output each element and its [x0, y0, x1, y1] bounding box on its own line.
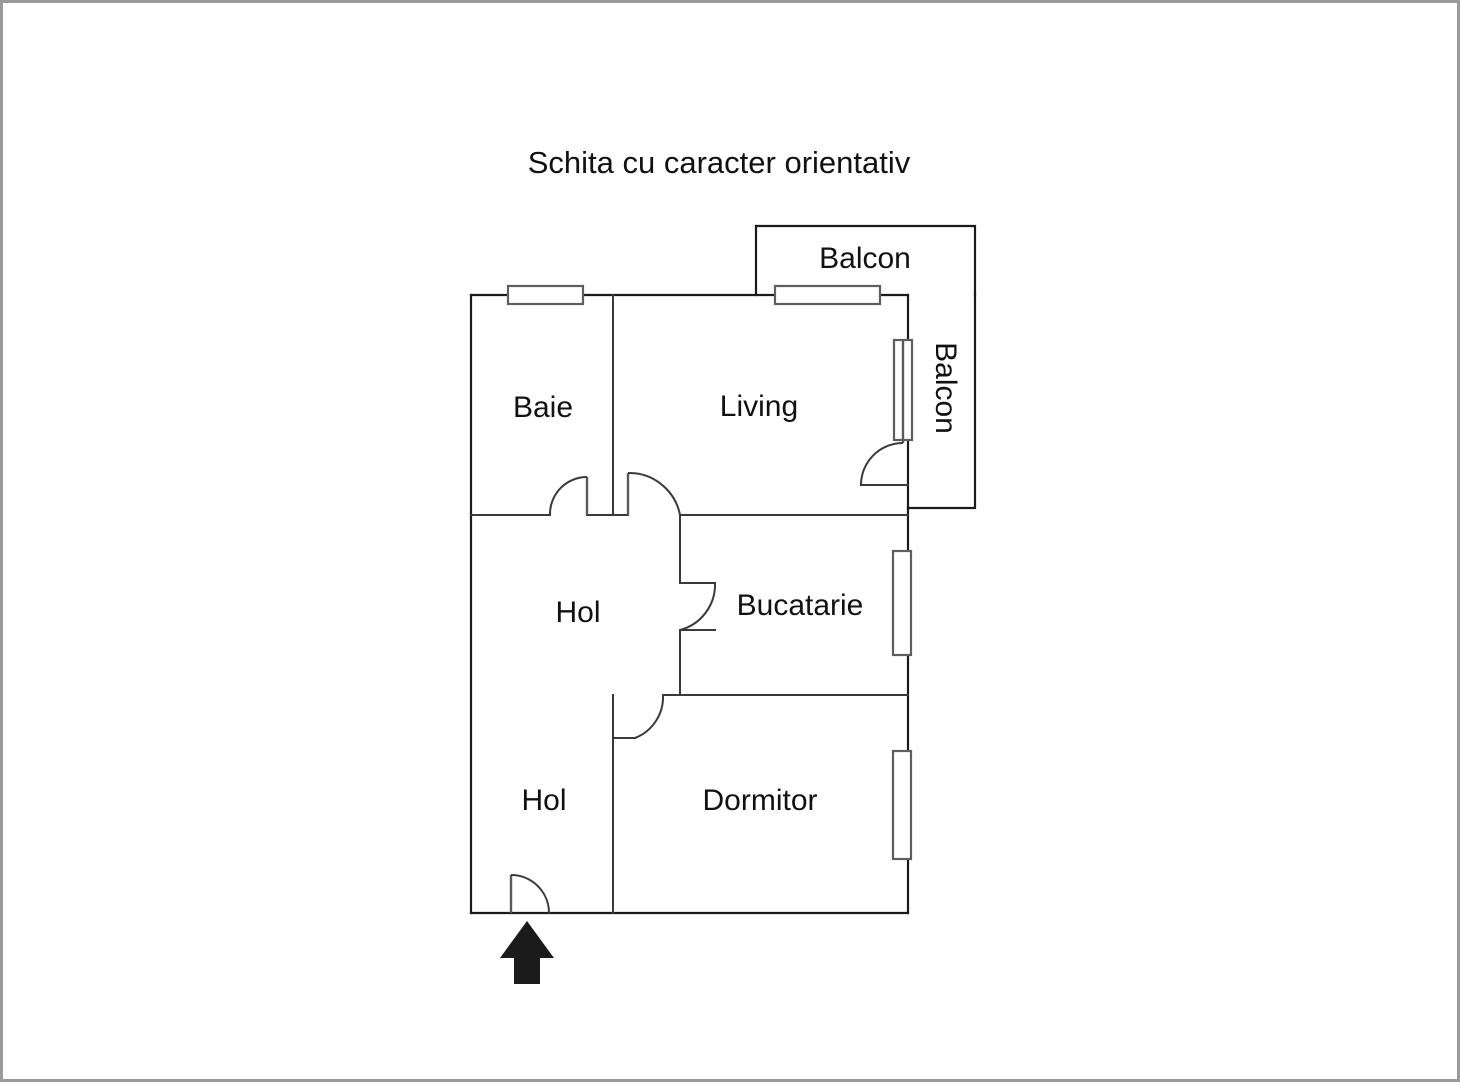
room-label-bucatarie: Bucatarie [737, 589, 864, 622]
door-entrance [509, 874, 550, 914]
window-baie-top [506, 284, 585, 306]
room-label-balcon-top: Balcon [819, 242, 911, 275]
room-label-living: Living [720, 390, 798, 423]
door-dormitor [634, 694, 665, 739]
door-bucatarie [679, 582, 717, 631]
room-label-balcon-side: Balcon [929, 342, 962, 434]
room-label-hol-upper: Hol [555, 596, 600, 629]
interior-walls [470, 294, 909, 914]
room-label-dormitor: Dormitor [702, 784, 817, 817]
entry-arrow [500, 921, 554, 984]
window-living-top [773, 284, 882, 306]
door-baie [548, 476, 589, 516]
room-label-baie: Baie [513, 391, 573, 424]
door-living [626, 471, 681, 516]
window-dormitor-east [891, 749, 913, 861]
floor-plan-drawing: Schita cu caracter orientativ [469, 145, 977, 984]
window-bucatarie-east [891, 549, 913, 657]
page-title: Schita cu caracter orientativ [528, 145, 911, 180]
door-balcon [860, 340, 909, 486]
balcony-top-outline [754, 224, 977, 297]
room-label-hol-lower: Hol [521, 784, 566, 817]
